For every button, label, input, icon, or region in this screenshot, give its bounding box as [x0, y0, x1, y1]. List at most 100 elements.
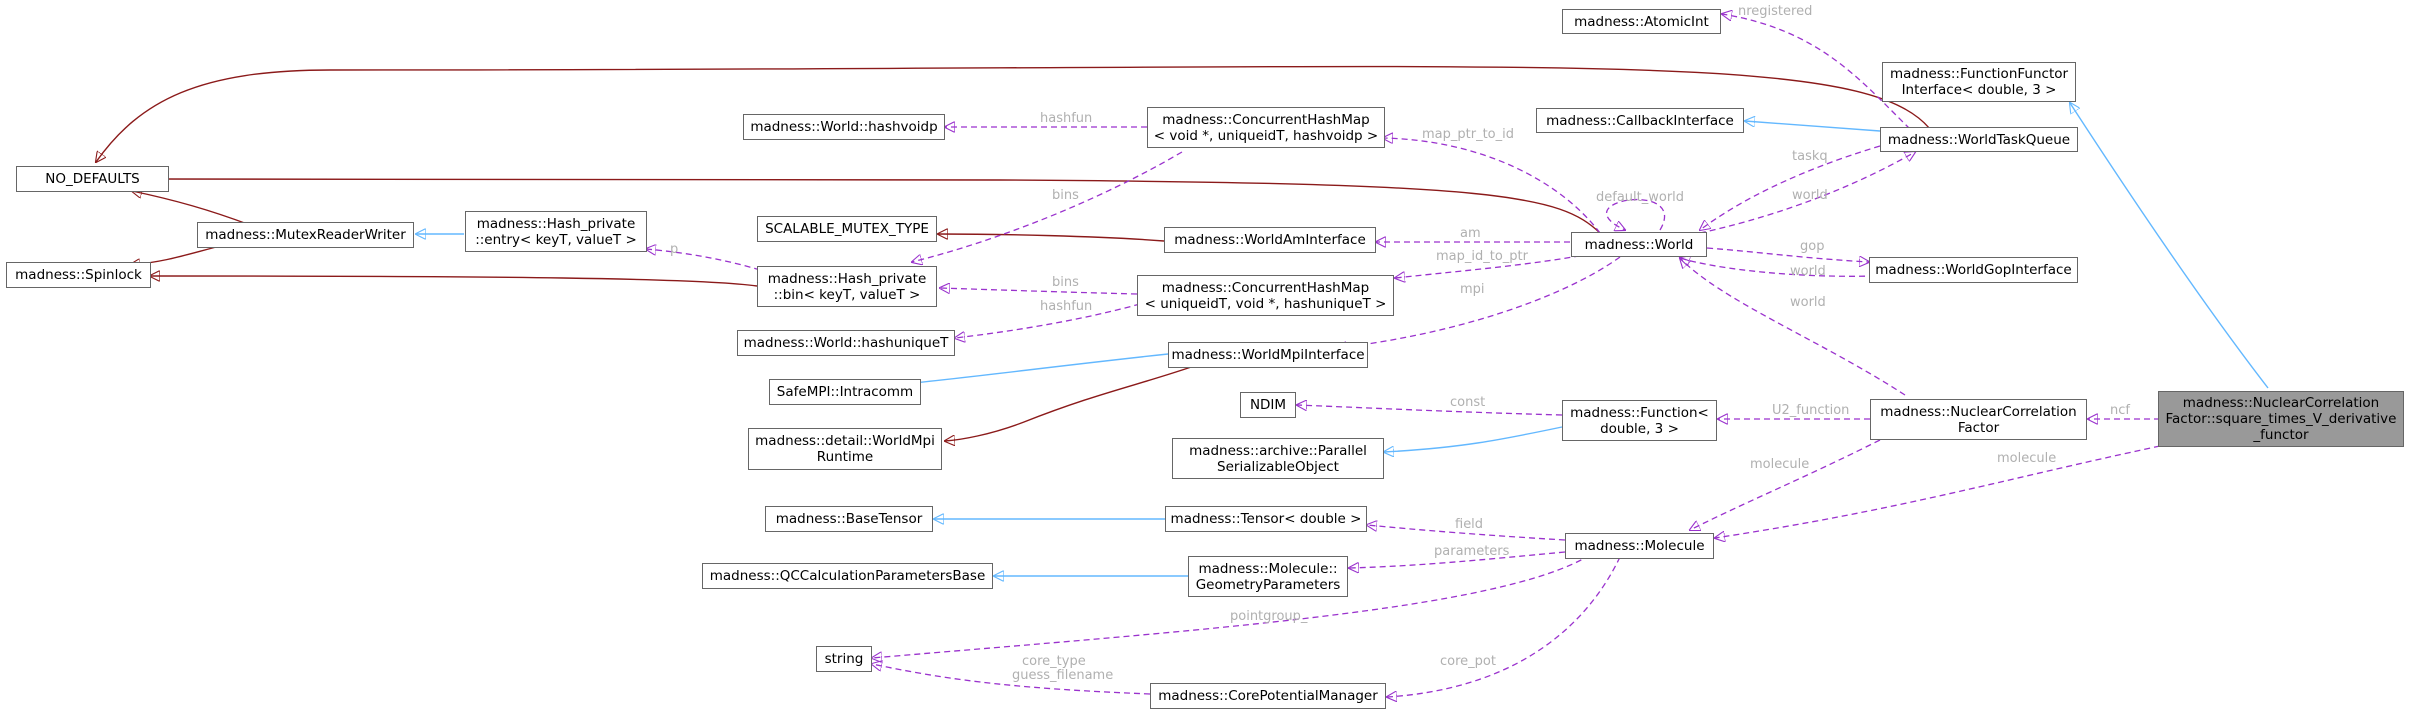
node-label-line: madness::WorldAmInterface [1174, 232, 1366, 248]
node-label-line: SafeMPI::Intracomm [776, 384, 914, 400]
node-world-mpi-interface[interactable]: madness::WorldMpiInterface [1168, 342, 1368, 368]
node-label-line: madness::Tensor< double > [1170, 511, 1362, 527]
label-map-ptr-to-id: map_ptr_to_id [1422, 127, 1514, 142]
node-function-double-3[interactable]: madness::Function<double, 3 > [1562, 400, 1717, 441]
label-u2-function: U2_function [1772, 403, 1850, 418]
label-nregistered: nregistered [1738, 4, 1813, 19]
label-mpi: mpi [1460, 282, 1485, 297]
node-atomic-int[interactable]: madness::AtomicInt [1562, 9, 1721, 34]
node-label-line: madness::Spinlock [15, 267, 142, 283]
node-label-line: < uniqueidT, void *, hashuniqueT > [1144, 295, 1387, 312]
node-world-am-interface[interactable]: madness::WorldAmInterface [1164, 227, 1376, 253]
node-string[interactable]: string [816, 646, 872, 672]
node-label-line: madness::NuclearCorrelation [1880, 403, 2077, 420]
label-field: field [1455, 517, 1484, 532]
edge-focus-to-function-functor [2070, 103, 2269, 389]
edge-default-world [1606, 199, 1666, 230]
node-label-line: < void *, uniqueidT, hashvoidp > [1153, 127, 1379, 144]
label-molecule-2: molecule [1997, 451, 2057, 466]
node-label-line: madness::Function< [1570, 404, 1709, 421]
edge-nregistered [1722, 14, 1911, 130]
node-label-line: ::entry< keyT, valueT > [475, 231, 637, 248]
label-molecule-1: molecule [1750, 457, 1810, 472]
node-world-hashuniquet[interactable]: madness::World::hashuniqueT [737, 330, 955, 356]
node-label-line: madness::QCCalculationParametersBase [709, 568, 986, 584]
edge-hashbin-to-spinlock [150, 276, 758, 287]
edge-worldam-to-scalablemutex [938, 234, 1165, 242]
edge-p [646, 249, 761, 271]
node-label-line: madness::Molecule:: [1198, 560, 1338, 577]
node-label-line: madness::NuclearCorrelation [2182, 395, 2380, 411]
node-hash-private-bin[interactable]: madness::Hash_private::bin< keyT, valueT… [757, 266, 937, 307]
node-label-line: Factor [1957, 419, 2000, 436]
node-label-line: madness::ConcurrentHashMap [1161, 279, 1370, 296]
node-hash-private-entry[interactable]: madness::Hash_private::entry< keyT, valu… [465, 211, 647, 252]
node-concurrent-hash-map-unique[interactable]: madness::ConcurrentHashMap< uniqueidT, v… [1137, 275, 1394, 316]
node-base-tensor[interactable]: madness::BaseTensor [765, 506, 933, 532]
node-mutex-reader-writer[interactable]: madness::MutexReaderWriter [197, 222, 414, 248]
edge-const [1297, 405, 1563, 416]
node-label-line: madness::MutexReaderWriter [205, 227, 406, 243]
edge-pointgroup [872, 554, 1591, 658]
node-world-gop-interface[interactable]: madness::WorldGopInterface [1869, 257, 2078, 283]
node-label-line: SCALABLE_MUTEX_TYPE [765, 221, 929, 237]
edge-function-to-parallelser [1384, 426, 1563, 452]
label-core-pot: core_pot [1440, 654, 1496, 669]
edge-parameters [1349, 551, 1566, 568]
node-tensor-double[interactable]: madness::Tensor< double > [1165, 506, 1367, 532]
edge-bins-1 [912, 151, 1183, 262]
node-world[interactable]: madness::World [1571, 232, 1707, 257]
edge-taskqueue-to-nodefaults [96, 65, 1931, 162]
node-label-line: madness::WorldTaskQueue [1887, 131, 2071, 148]
node-concurrent-hash-map-void[interactable]: madness::ConcurrentHashMap< void *, uniq… [1147, 107, 1385, 148]
node-label-line: madness::FunctionFunctor [1889, 66, 2069, 82]
edge-mutexrw-to-nodefaults [132, 191, 251, 226]
label-hashfun-2: hashfun [1040, 299, 1093, 314]
node-molecule[interactable]: madness::Molecule [1565, 533, 1714, 559]
node-safempi-intracomm[interactable]: SafeMPI::Intracomm [769, 379, 921, 405]
node-no-defaults[interactable]: NO_DEFAULTS [16, 166, 169, 192]
label-world-1: world [1792, 188, 1828, 203]
edge-gop [1706, 247, 1869, 262]
node-molecule-geometry-parameters[interactable]: madness::Molecule::GeometryParameters [1188, 556, 1348, 597]
node-scalable-mutex-type[interactable]: SCALABLE_MUTEX_TYPE [757, 216, 937, 242]
node-label-line: GeometryParameters [1195, 576, 1341, 593]
node-core-potential-manager[interactable]: madness::CorePotentialManager [1150, 683, 1386, 709]
edge-worldmpi-to-mpiruntime [945, 363, 1201, 441]
edge-map-ptr-to-id [1383, 138, 1601, 234]
label-const: const [1450, 395, 1486, 410]
edge-map-id-to-ptr [1395, 253, 1591, 278]
node-label-line: Runtime [816, 449, 874, 465]
edge-bins-2 [940, 288, 1138, 295]
label-default-world: default_world [1596, 190, 1685, 205]
edge-mpi [1337, 256, 1621, 348]
label-world-3: world [1790, 295, 1826, 310]
edge-taskq [1700, 145, 1881, 230]
node-label-line: Interface< double, 3 > [1901, 82, 2057, 98]
node-label-line: madness::detail::WorldMpi [755, 433, 935, 449]
node-world-hashvoidp[interactable]: madness::World::hashvoidp [743, 114, 945, 140]
node-world-task-queue[interactable]: madness::WorldTaskQueue [1880, 127, 2078, 152]
node-label-line: madness::CorePotentialManager [1158, 688, 1378, 704]
node-qc-calculation-parameters-base[interactable]: madness::QCCalculationParametersBase [702, 563, 993, 589]
node-spinlock[interactable]: madness::Spinlock [6, 262, 151, 288]
node-label-line: madness::Hash_private [767, 270, 927, 287]
node-label-line: madness::BaseTensor [775, 511, 923, 527]
edge-core-pot [1387, 556, 1621, 697]
label-bins-2: bins [1052, 275, 1079, 290]
node-label-line: madness::World::hashvoidp [750, 119, 938, 135]
label-parameters: parameters [1434, 544, 1510, 559]
label-gop: gop [1800, 239, 1825, 254]
edge-world-to-nodefaults [150, 179, 1601, 234]
node-ndim[interactable]: NDIM [1240, 392, 1296, 418]
edge-world-2 [1680, 258, 1876, 277]
node-callback-interface[interactable]: madness::CallbackInterface [1536, 108, 1744, 133]
node-label-line: madness::ConcurrentHashMap [1162, 111, 1370, 128]
